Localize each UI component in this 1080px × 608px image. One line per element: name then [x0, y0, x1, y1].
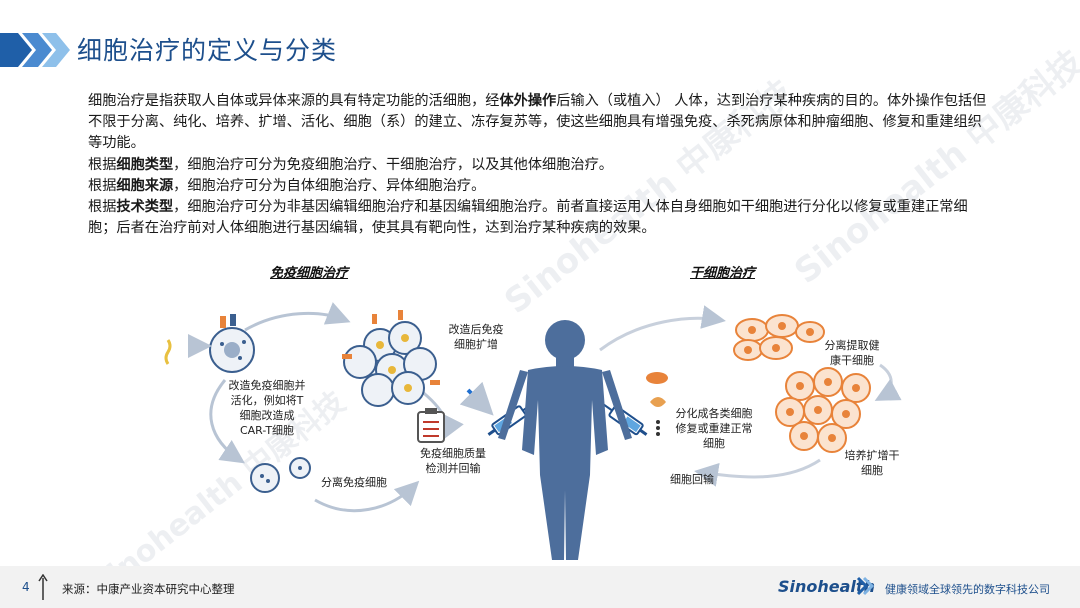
definition-text: 细胞治疗是指获取人自体或异体来源的具有特定功能的活细胞，经体外操作后输入（或植入… — [88, 91, 993, 239]
separated-cells-icon — [251, 458, 310, 492]
clipboard-icon — [418, 408, 444, 442]
differentiate-caption: 分化成各类细胞 修复或重建正常 细胞 — [668, 406, 760, 451]
paragraph: 根据细胞类型，细胞治疗可分为免疫细胞治疗、干细胞治疗，以及其他体细胞治疗。 — [88, 155, 993, 176]
stem-cells-icon — [734, 315, 824, 360]
reinfuse-caption: 细胞回输 — [660, 472, 724, 487]
separate-caption: 分离免疫细胞 — [304, 475, 404, 490]
human-body-icon — [498, 320, 632, 560]
page-title: 细胞治疗的定义与分类 — [77, 31, 337, 67]
culture-caption: 培养扩增干 细胞 — [836, 448, 908, 478]
diagram-illustration — [0, 250, 1080, 570]
header-chevron-icon — [0, 33, 80, 67]
modify-caption: 改造免疫细胞并 活化，例如将T 细胞改造成 CAR-T细胞 — [222, 378, 312, 438]
expand-caption: 改造后免疫 细胞扩增 — [436, 322, 516, 352]
qc-caption: 免疫细胞质量 检测并回输 — [412, 446, 494, 476]
immune-cell-icon — [166, 314, 254, 372]
immune-therapy-title: 免疫细胞治疗 — [270, 262, 348, 281]
up-arrow-icon — [38, 574, 48, 600]
paragraph: 细胞治疗是指获取人自体或异体来源的具有特定功能的活细胞，经体外操作后输入（或植入… — [88, 91, 993, 155]
paragraph: 根据细胞来源，细胞治疗可分为自体细胞治疗、异体细胞治疗。 — [88, 176, 993, 197]
paragraph: 根据技术类型，细胞治疗可分为非基因编辑细胞治疗和基因编辑细胞治疗。前者直接运用人… — [88, 197, 993, 239]
brand-chevron-icon — [856, 576, 874, 596]
arrow-icon — [468, 390, 488, 410]
source-note: 来源：中康产业资本研究中心整理 — [62, 581, 235, 597]
cultured-stem-cells-icon — [776, 368, 870, 452]
extract-caption: 分离提取健 康干细胞 — [816, 338, 888, 368]
differentiated-cells-icon — [646, 372, 668, 436]
stem-therapy-title: 干细胞治疗 — [690, 262, 755, 281]
cell-therapy-diagram: 免疫细胞治疗 干细胞治疗 改造免疫细胞并 活化，例如将T 细胞改造成 CAR-T… — [0, 250, 1080, 570]
page-number: 4 — [22, 580, 30, 594]
expanded-cells-icon — [342, 310, 440, 406]
company-slogan: 健康领域全球领先的数字科技公司 — [885, 581, 1050, 597]
